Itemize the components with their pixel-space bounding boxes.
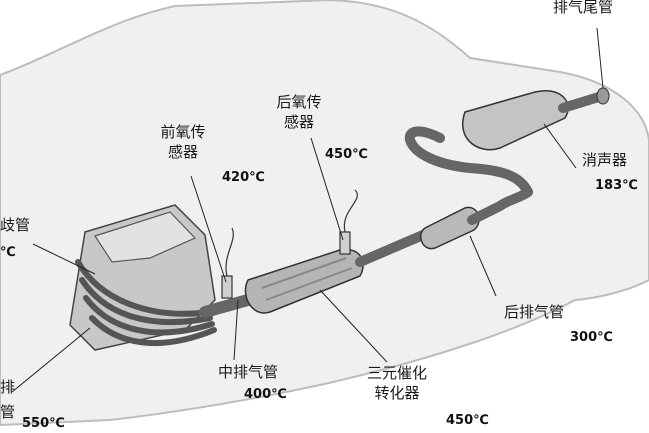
temp-manifold-partial: ℃ bbox=[0, 245, 16, 260]
label-mid-pipe: 中排气管 bbox=[218, 363, 279, 381]
overaxle-pipe-shape bbox=[404, 126, 533, 197]
leader-lines bbox=[11, 27, 604, 393]
label-catalytic-line1: 三元催化 bbox=[366, 364, 427, 382]
label-tailpipe: 排气尾管 bbox=[553, 0, 614, 16]
rear-o2-sensor bbox=[339, 189, 358, 255]
front-o2-sensor bbox=[221, 227, 234, 299]
label-catalytic-line2: 转化器 bbox=[374, 384, 420, 402]
label-rear-o2-line2: 感器 bbox=[283, 113, 314, 131]
resonator-shape bbox=[420, 206, 480, 250]
muffler-shape bbox=[462, 90, 569, 151]
label-front-o2-line1: 前氧传 bbox=[160, 123, 206, 141]
label-catalytic-converter: 三元催化 转化器 bbox=[352, 363, 442, 403]
temp-manifold: 550℃ bbox=[22, 416, 65, 431]
rear-pipe-shape bbox=[355, 227, 435, 267]
temp-mid-pipe: 400℃ bbox=[244, 387, 287, 402]
label-front-o2-sensor: 前氧传 感器 bbox=[152, 122, 214, 162]
tailpipe-shape bbox=[558, 91, 607, 113]
temp-rear-pipe: 300℃ bbox=[570, 330, 613, 345]
temp-rear-o2: 450℃ bbox=[325, 147, 368, 162]
label-rear-o2-line1: 后氧传 bbox=[276, 93, 322, 111]
exhaust-manifold bbox=[75, 259, 217, 347]
engine-cover bbox=[94, 211, 197, 263]
label-muffler: 消声器 bbox=[582, 151, 628, 169]
temp-muffler: 183℃ bbox=[595, 178, 638, 193]
label-left-partial-b: 管 bbox=[0, 403, 16, 421]
temp-catalytic: 450℃ bbox=[446, 413, 489, 428]
label-front-o2-line2: 感器 bbox=[167, 143, 198, 161]
label-rear-pipe: 后排气管 bbox=[504, 303, 565, 321]
label-left-partial-a: 排 bbox=[0, 378, 16, 396]
label-rear-o2-sensor: 后氧传 感器 bbox=[268, 92, 330, 132]
label-manifold-partial: 歧管 bbox=[0, 216, 31, 234]
temp-front-o2: 420℃ bbox=[222, 170, 265, 185]
